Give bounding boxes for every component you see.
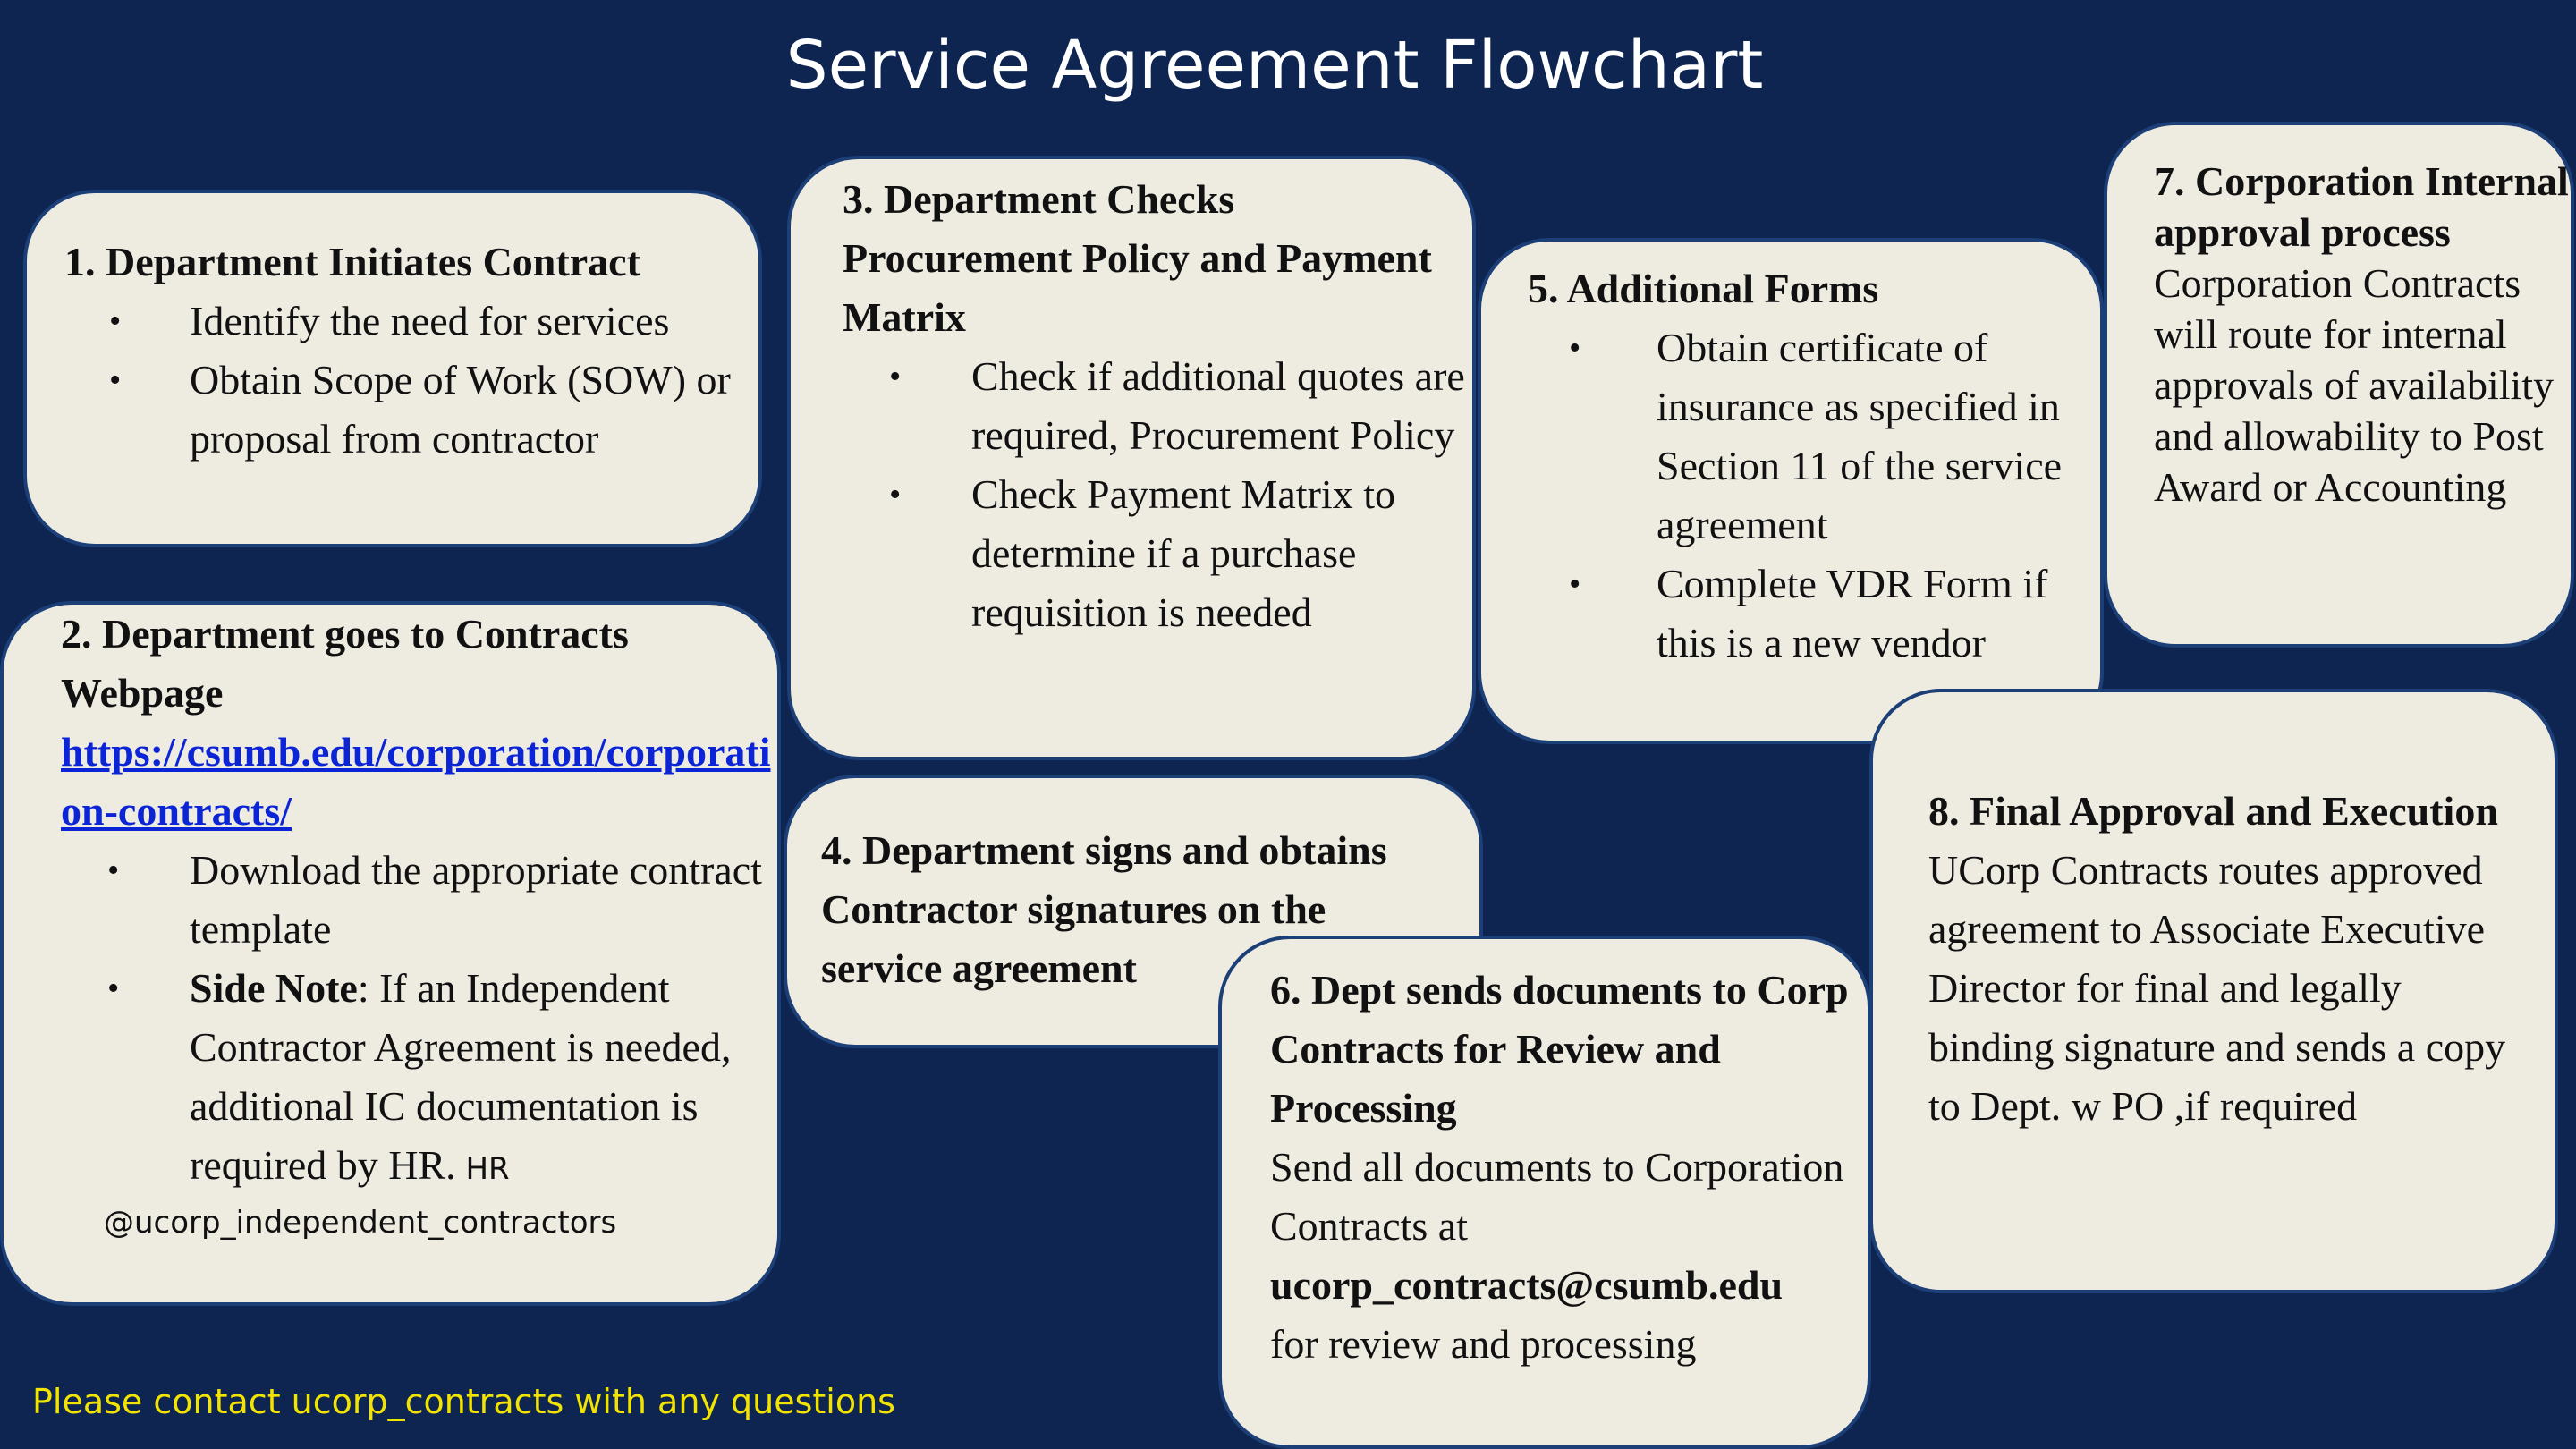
step-1-bullet: Obtain Scope of Work (SOW) or proposal f… [109,351,758,469]
step-3-bullet: Check Payment Matrix to determine if a p… [889,465,1472,642]
side-note-label: Side Note [190,965,358,1011]
step-8-box: 8. Final Approval and Execution UCorp Co… [1869,689,2558,1293]
step-7-body: Corporation Contracts will route for int… [2154,260,2555,510]
step-5-heading: 5. Additional Forms [1528,266,1879,311]
step-5-bullet: Complete VDR Form if this is a new vendo… [1569,555,2100,673]
step-6-box: 6. Dept sends documents to Corp Contract… [1218,936,1871,1449]
step-8-heading: 8. Final Approval and Execution [1928,788,2498,834]
step-2-bullet: Download the appropriate contract templa… [107,841,777,959]
step-1-heading: 1. Department Initiates Contract [64,239,640,284]
step-4-heading: 4. Department signs and obtains Contract… [821,827,1387,991]
contracts-webpage-link-text[interactable]: https://csumb.edu/corporation/corporatio… [61,729,771,834]
hr-tag: HR [455,1151,510,1187]
step-1-bullet: Identify the need for services [109,292,758,351]
step-6-heading: 6. Dept sends documents to Corp Contract… [1270,967,1849,1131]
side-note-text: : If an Independent Contractor Agreement… [190,965,732,1188]
ic-contact-handle: @ucorp_independent_contractors [104,1205,617,1241]
step-6-body-end: for review and processing [1270,1321,1697,1367]
step-2-bullet-list: Download the appropriate contract templa… [61,841,777,1199]
contracts-webpage-link[interactable]: https://csumb.edu/corporation/corporatio… [61,723,777,841]
step-3-bullet-list: Check if additional quotes are required,… [843,347,1472,642]
step-2-side-note: Side Note: If an Independent Contractor … [107,959,777,1199]
step-2-heading: 2. Department goes to Contracts Webpage [61,611,629,716]
step-8-body: UCorp Contracts routes approved agreemen… [1928,847,2506,1129]
step-7-heading: 7. Corporation Internal approval process [2154,158,2569,255]
step-6-body: Send all documents to Corporation Contra… [1270,1144,1844,1249]
contracts-email: ucorp_contracts@csumb.edu [1270,1262,1784,1308]
step-1-box: 1. Department Initiates Contract Identif… [23,190,762,547]
step-3-box: 3. Department Checks Procurement Policy … [787,156,1476,760]
footer-contact-note: Please contact ucorp_contracts with any … [32,1382,895,1421]
slide-title: Service Agreement Flowchart [785,27,1764,104]
step-5-bullet-list: Obtain certificate of insurance as speci… [1528,318,2100,673]
step-2-box: 2. Department goes to Contracts Webpage … [0,601,781,1306]
step-5-box: 5. Additional Forms Obtain certificate o… [1478,238,2104,744]
step-7-box: 7. Corporation Internal approval process… [2104,122,2574,648]
step-5-bullet: Obtain certificate of insurance as speci… [1569,318,2100,555]
step-3-bullet: Check if additional quotes are required,… [889,347,1472,465]
step-3-heading: 3. Department Checks Procurement Policy … [843,176,1432,340]
step-1-bullet-list: Identify the need for services Obtain Sc… [64,292,758,469]
